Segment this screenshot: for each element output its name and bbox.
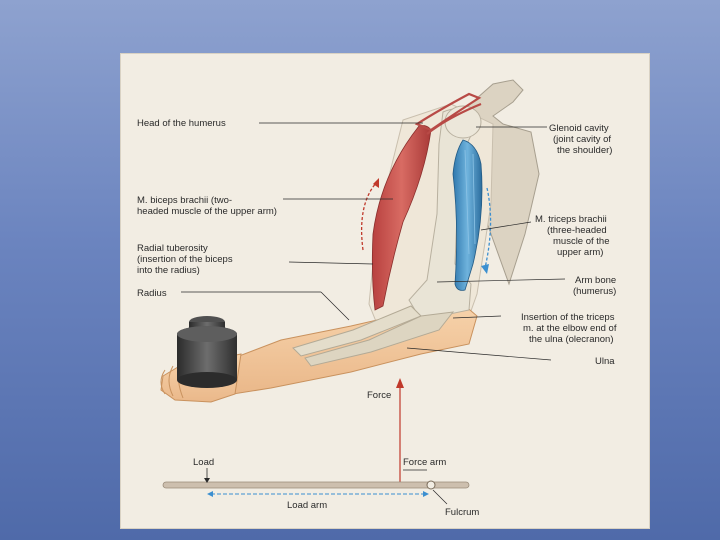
lever-bar — [162, 481, 470, 489]
load-arm-arrow-left — [207, 491, 213, 497]
load-arm-arrow-right — [423, 491, 429, 497]
label-insertion-triceps-3: the ulna (olecranon) — [529, 334, 614, 345]
label-insertion-triceps-1: Insertion of the triceps — [521, 312, 615, 323]
label-arm-bone-1: Arm bone — [575, 275, 616, 286]
ulna-bone — [304, 311, 455, 367]
triceps-arrow — [484, 187, 492, 269]
label-radial-tuberosity-2: (insertion of the biceps — [137, 254, 233, 265]
label-triceps-2: (three-headed — [547, 225, 607, 236]
label-glenoid-2: (joint cavity of — [553, 134, 611, 145]
label-radial-tuberosity-3: into the radius) — [137, 265, 200, 276]
force-arrow-head — [396, 378, 404, 388]
arm-lever-diagram: Head of the humerus Glenoid cavity (join… — [137, 79, 617, 518]
label-force-arm: Force arm — [403, 457, 446, 468]
label-triceps-3: muscle of the — [553, 236, 610, 247]
fulcrum-leader — [432, 489, 448, 505]
label-glenoid-1: Glenoid cavity — [549, 123, 609, 134]
label-biceps-1: M. biceps brachii (two- — [137, 195, 232, 206]
label-force: Force — [367, 390, 391, 401]
label-load: Load — [193, 457, 214, 468]
label-radial-tuberosity-1: Radial tuberosity — [137, 243, 208, 254]
label-triceps-1: M. triceps brachii — [535, 214, 607, 225]
label-fulcrum: Fulcrum — [445, 507, 479, 518]
leader-lines — [181, 122, 566, 361]
label-insertion-triceps-2: m. at the elbow end of — [523, 323, 617, 334]
label-arm-bone-2: (humerus) — [573, 286, 616, 297]
triceps-head-lines — [464, 149, 476, 255]
label-radius: Radius — [137, 288, 167, 299]
humerus-head — [444, 105, 482, 139]
triceps-arrow-head — [481, 264, 489, 274]
label-ulna: Ulna — [595, 356, 615, 367]
weight — [177, 316, 237, 388]
biceps-tendon — [414, 92, 482, 135]
biceps-arrow-head — [373, 178, 379, 188]
load-pointer-head — [204, 478, 210, 483]
biceps-arrow — [360, 181, 378, 251]
label-triceps-4: upper arm) — [557, 247, 603, 258]
anatomy-figure: Head of the humerus Glenoid cavity (join… — [121, 54, 649, 528]
label-head-humerus: Head of the humerus — [137, 118, 226, 129]
label-biceps-2: headed muscle of the upper arm) — [137, 206, 277, 217]
fulcrum-pivot — [426, 480, 436, 490]
label-glenoid-3: the shoulder) — [557, 145, 612, 156]
lever-diagram: Force Load Force arm Load arm Fulcrum — [162, 378, 479, 518]
label-load-arm: Load arm — [287, 500, 327, 511]
